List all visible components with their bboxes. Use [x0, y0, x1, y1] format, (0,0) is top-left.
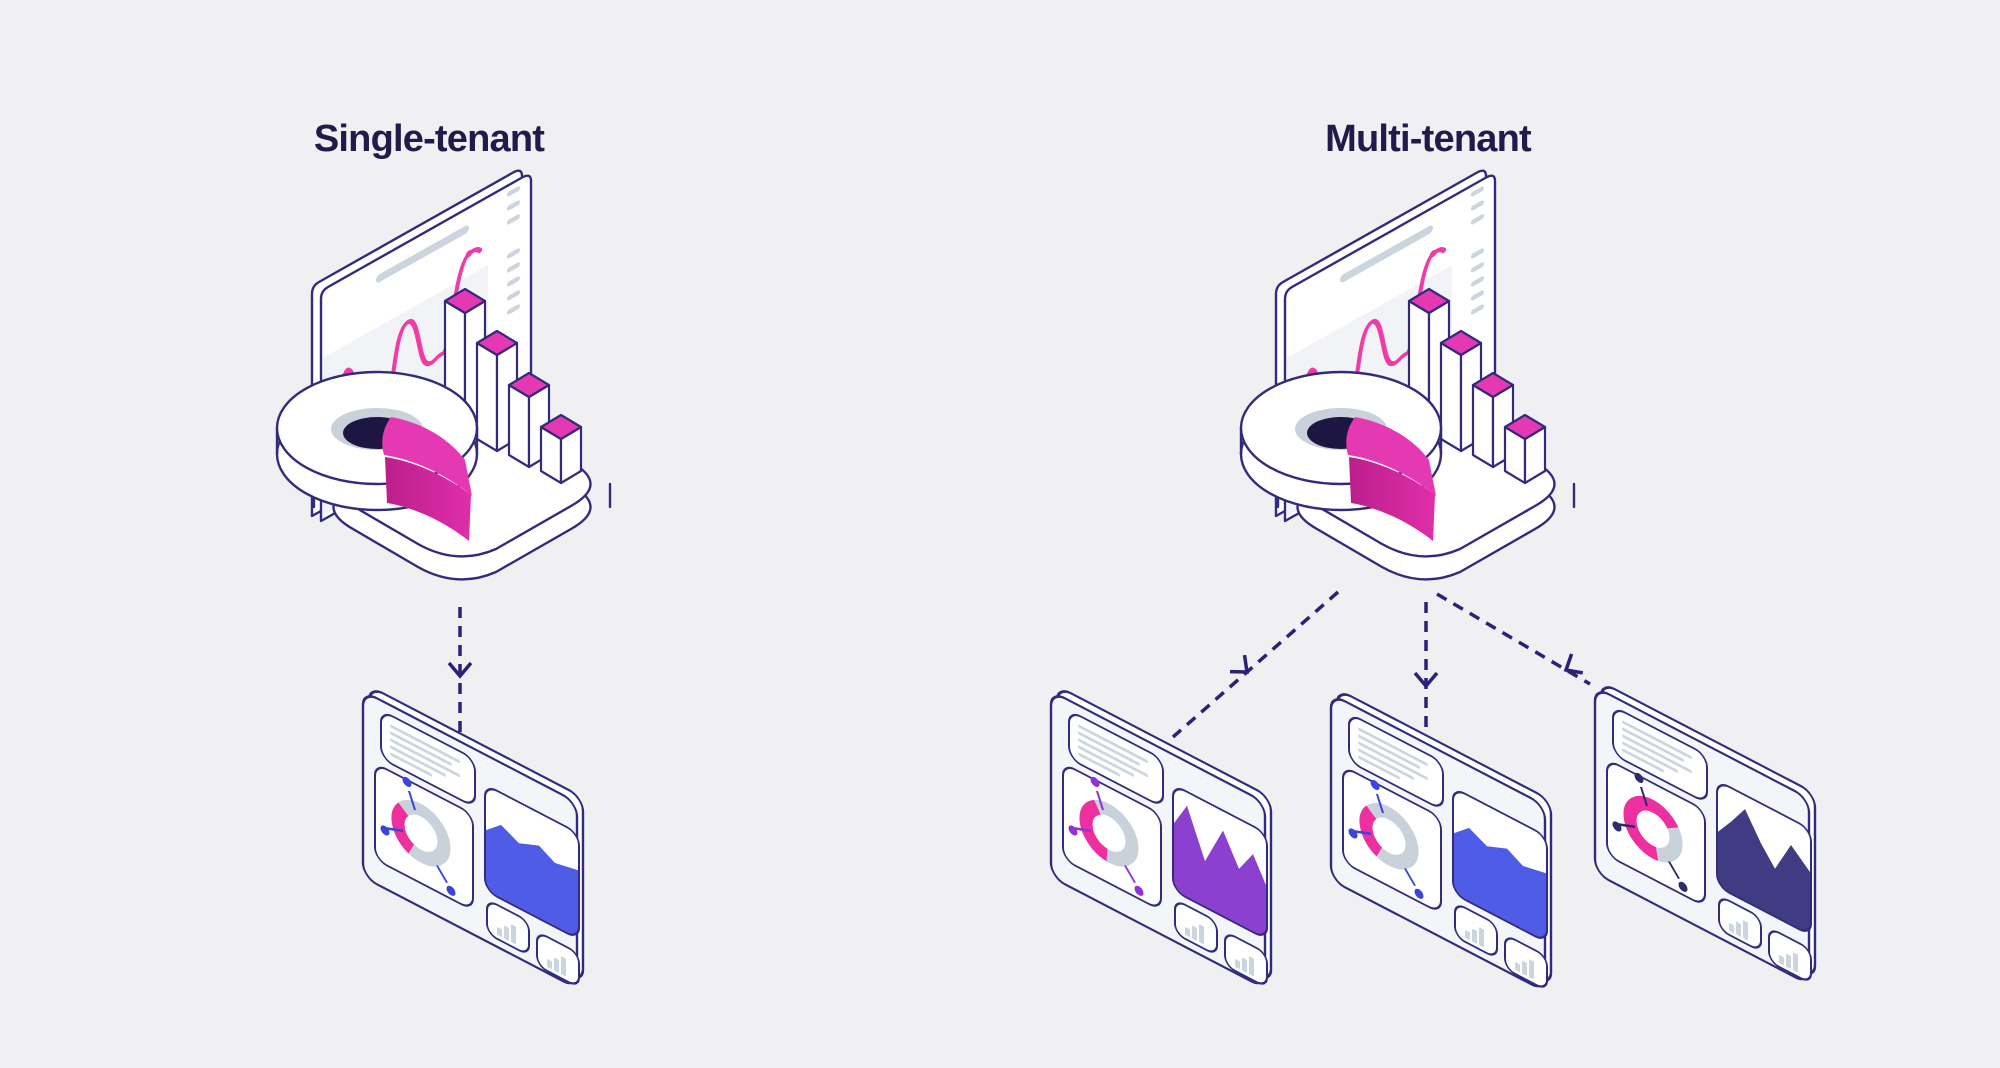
- area-chart-shape: [1717, 809, 1811, 936]
- text-placeholder-panel: [1348, 716, 1444, 807]
- donut-dot: [1370, 779, 1380, 790]
- mini-bar-widget: [536, 934, 580, 985]
- donut-dot: [1634, 772, 1644, 783]
- mini-bar-widget: [1454, 905, 1498, 956]
- donut-dot: [1090, 776, 1100, 787]
- donut-dot: [1678, 881, 1688, 892]
- single-tenant-title: Single-tenant: [313, 117, 545, 160]
- mini-bar-widget: [1718, 898, 1762, 949]
- donut-spoke: [386, 827, 404, 833]
- donut-widget: [1342, 769, 1442, 910]
- dashboard-card: [361, 690, 585, 985]
- area-chart-widget: [1452, 791, 1548, 943]
- mini-bar-widget: [1174, 902, 1218, 953]
- donut-widget: [1062, 766, 1162, 907]
- mini-bar-widget: [1224, 934, 1268, 985]
- text-placeholder-panel: [1612, 709, 1708, 800]
- area-chart-widget: [1172, 788, 1268, 940]
- donut-spoke: [1404, 868, 1416, 887]
- donut-spoke: [1618, 823, 1636, 829]
- flow-arrow-single: [447, 607, 473, 733]
- donut-dot: [1612, 821, 1622, 832]
- mini-bar-widget: [486, 902, 530, 953]
- dashboard-card: [1329, 693, 1553, 988]
- donut-spoke: [1124, 865, 1136, 884]
- area-chart-shape: [1173, 805, 1267, 940]
- donut-accent-arc: [1623, 795, 1683, 863]
- donut-widget: [374, 766, 474, 907]
- donut-dot: [402, 776, 412, 787]
- donut-dot: [380, 825, 390, 836]
- donut-dot: [1068, 825, 1078, 836]
- flow-arrow-multi-left: [1171, 590, 1340, 739]
- dashboard-card: [1049, 690, 1273, 985]
- mini-bar-widget: [1504, 937, 1548, 988]
- flow-arrow-multi-middle: [1413, 602, 1439, 727]
- donut-dot: [1134, 885, 1144, 896]
- area-chart-shape: [485, 824, 579, 940]
- mini-bar-widget: [1768, 930, 1812, 981]
- donut-dot: [1414, 888, 1424, 899]
- donut-spoke: [1668, 861, 1680, 880]
- donut-spoke: [1095, 790, 1105, 811]
- donut-spoke: [1354, 830, 1372, 836]
- flow-arrow-multi-right: [1436, 592, 1591, 686]
- multi-tenant-title: Multi-tenant: [1325, 117, 1532, 160]
- area-chart-widget: [484, 788, 580, 940]
- donut-accent-arc: [1079, 799, 1139, 867]
- text-placeholder-panel: [380, 713, 476, 804]
- donut-spoke: [1375, 793, 1385, 814]
- dashboard-card: [1593, 686, 1817, 981]
- donut-spoke: [407, 790, 417, 811]
- area-chart-widget: [1716, 784, 1812, 936]
- donut-dot: [446, 885, 456, 896]
- text-placeholder-panel: [1068, 713, 1164, 804]
- donut-widget: [1606, 762, 1706, 903]
- area-chart-shape: [1453, 827, 1547, 943]
- donut-dot: [1348, 828, 1358, 839]
- donut-spoke: [436, 865, 448, 884]
- donut-spoke: [1639, 786, 1649, 807]
- donut-spoke: [1074, 827, 1092, 833]
